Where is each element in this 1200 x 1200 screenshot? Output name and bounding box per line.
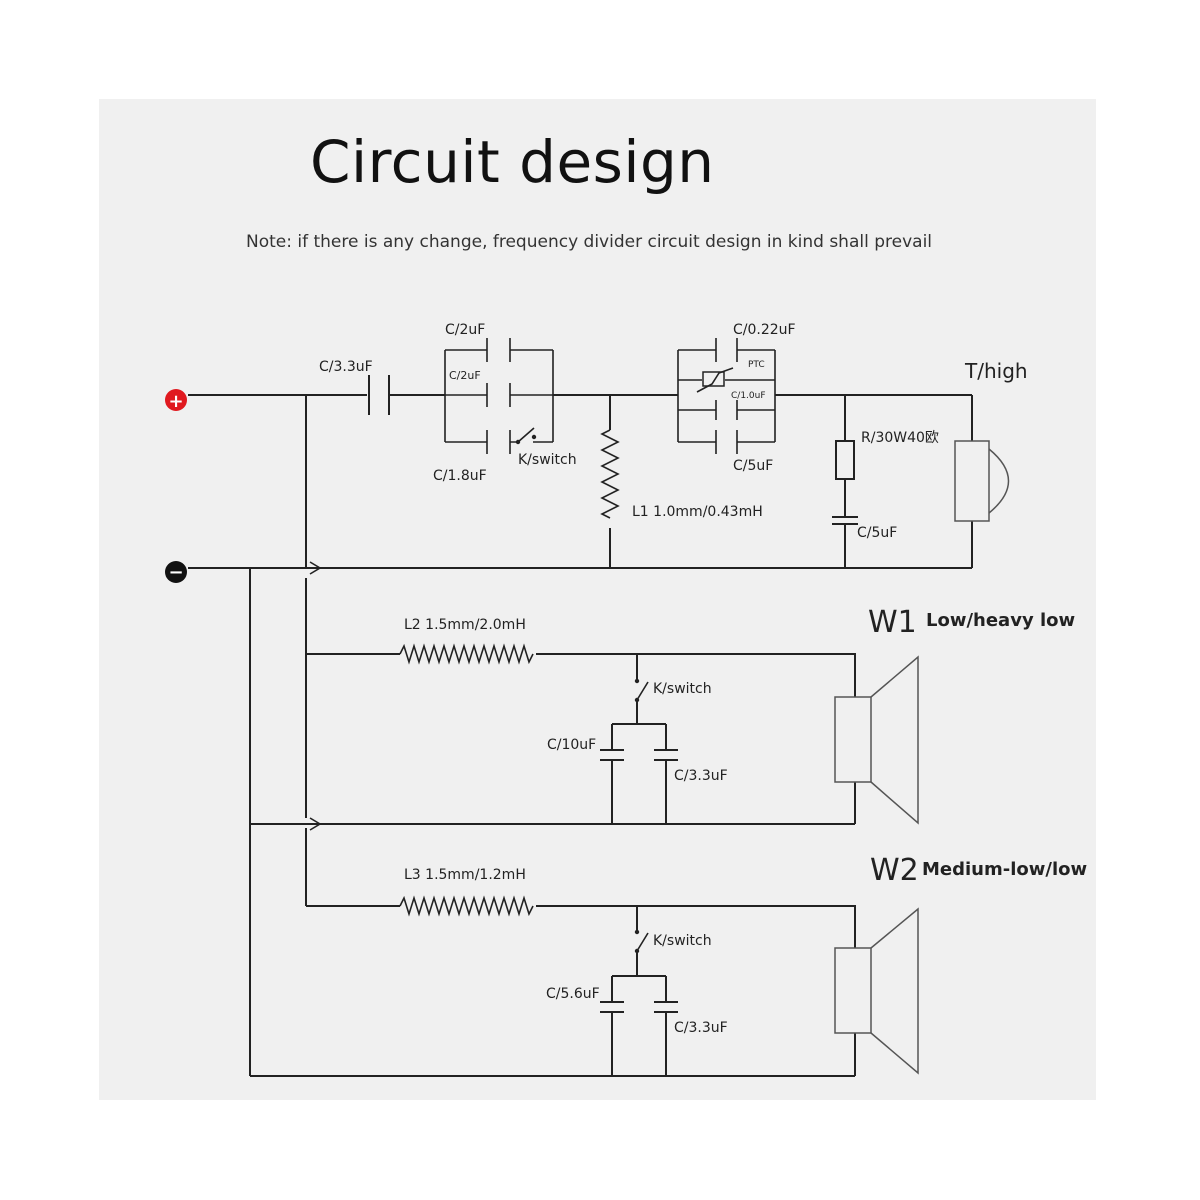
label-c2-top: C/2uF [445, 322, 485, 338]
tweeter-icon [954, 440, 1010, 522]
label-k-switch-w1: K/switch [653, 681, 712, 697]
tweeter-section [188, 338, 1010, 569]
label-ptc: PTC [748, 360, 765, 370]
label-w2-desc: Medium-low/low [922, 859, 1087, 880]
negative-terminal[interactable]: − [165, 561, 187, 583]
w1-section [306, 643, 919, 825]
label-k-switch-top: K/switch [518, 452, 577, 468]
w2-section [250, 895, 919, 1077]
label-c10-small: C/1.0uF [731, 391, 766, 401]
woofer-w2-icon [834, 907, 919, 1075]
woofer-w1-icon [834, 655, 919, 825]
note-text: Note: if there is any change, frequency … [246, 232, 933, 252]
label-c56: C/5.6uF [546, 986, 600, 1002]
label-r30: R/30W40欧 [861, 430, 939, 446]
diagram-panel [99, 99, 1096, 1100]
label-c5-top: C/5uF [733, 458, 773, 474]
label-w2: W2 [870, 853, 919, 888]
label-l2: L2 1.5mm/2.0mH [404, 617, 526, 633]
label-c10: C/10uF [547, 737, 596, 753]
svg-text:−: − [168, 562, 183, 583]
page-title: Circuit design [310, 128, 715, 196]
label-t-high: T/high [964, 359, 1028, 383]
label-c33-w2: C/3.3uF [674, 1020, 728, 1036]
label-c022: C/0.22uF [733, 322, 796, 338]
label-c33-w1: C/3.3uF [674, 768, 728, 784]
label-c5-r: C/5uF [857, 525, 897, 541]
label-w1-desc: Low/heavy low [926, 610, 1075, 631]
positive-terminal[interactable]: + [165, 389, 187, 412]
label-l1: L1 1.0mm/0.43mH [632, 504, 763, 520]
label-w1: W1 [868, 605, 917, 640]
label-c2-inner: C/2uF [449, 369, 481, 382]
label-c18: C/1.8uF [433, 468, 487, 484]
rails [188, 395, 322, 1076]
svg-text:+: + [168, 391, 183, 412]
label-c33-input: C/3.3uF [319, 359, 373, 375]
label-l3: L3 1.5mm/1.2mH [404, 867, 526, 883]
label-k-switch-w2: K/switch [653, 933, 712, 949]
